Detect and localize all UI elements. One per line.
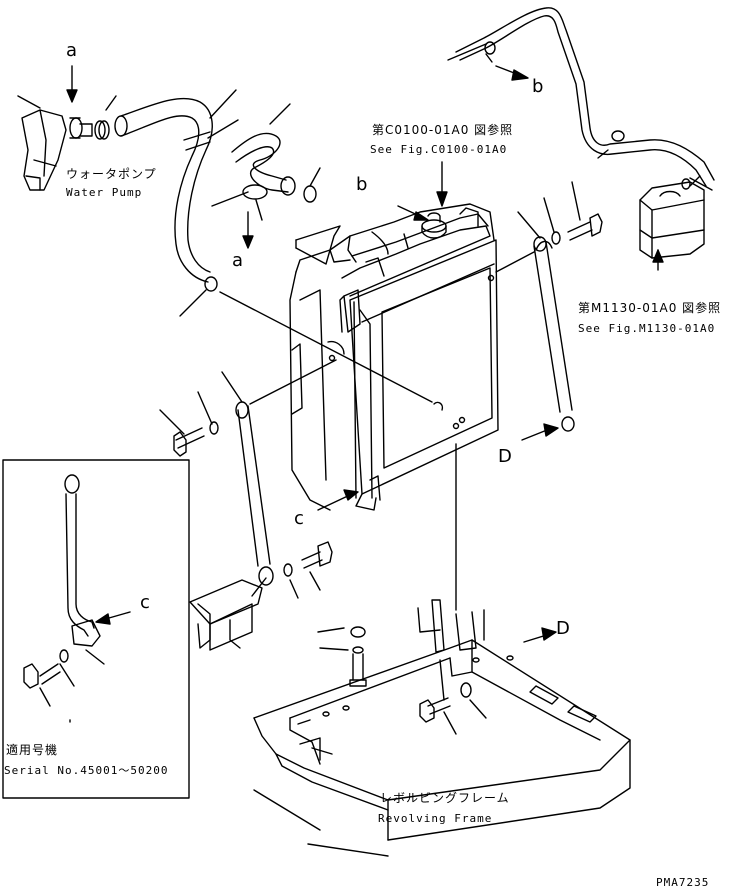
arrow-c-head [343, 489, 359, 501]
left-stay-rod [221, 359, 337, 586]
upper-hose [231, 103, 291, 193]
callout-d-bottom: D [556, 618, 570, 639]
ref-m1130-label-jp: 第M1130-01A0 図参照 [578, 301, 722, 315]
right-stay-rod [495, 211, 575, 432]
lower-hose [120, 89, 239, 283]
inset-serial: Serial No.45001～50200 [4, 764, 169, 777]
pump-clamps [94, 95, 128, 140]
callout-a-mid: a [232, 250, 244, 271]
upper-hose-end [280, 176, 296, 196]
ref-c0100-label-en: See Fig.C0100-01A0 [370, 143, 508, 156]
water-pump-drawing [17, 95, 93, 191]
leader-lower-clamp [179, 289, 207, 317]
drawing-id: PMA7235 [656, 876, 710, 889]
left-bolt-top [159, 391, 219, 457]
frame-bolt [317, 626, 367, 687]
arrow-a-head [242, 235, 254, 249]
leader-hose-bracket [295, 225, 341, 265]
water-pump-label-en: Water Pump [66, 186, 143, 199]
lower-clamp-loose [242, 184, 268, 200]
right-bolt-top [543, 181, 603, 245]
frame-bolt-side [419, 682, 487, 735]
guard-box [189, 577, 267, 651]
overflow-pipe [447, 7, 715, 191]
callout-d-right: D [498, 446, 512, 467]
callout-b-top: b [532, 76, 544, 97]
ref-c0100-label-jp: 第C0100-01A0 図参照 [372, 123, 514, 137]
leader-c0100-head [436, 191, 448, 207]
callout-a-top: a [66, 40, 78, 61]
frame-label-en: Revolving Frame [378, 812, 493, 825]
frame-label-jp: レボルビングフレーム [380, 791, 510, 805]
water-pump-label-jp: ウォータポンプ [66, 167, 157, 181]
inset-pipe [23, 474, 105, 723]
arrow-b-head [413, 211, 429, 221]
leader-upper-clamp [309, 167, 321, 187]
arrow-b2-head [511, 69, 529, 81]
leader-clamp-to-core [219, 291, 433, 403]
lower-hose-clamp [204, 276, 218, 292]
leader-loose-clamp [211, 191, 263, 221]
reserve-tank [639, 175, 705, 259]
ref-m1130-label-en: See Fig.M1130-01A0 [578, 322, 716, 335]
arrow-d-right-head [543, 423, 559, 437]
callout-c-main: c [294, 508, 304, 529]
inset-frame [2, 459, 190, 799]
radiator-drawing [289, 203, 499, 511]
callout-c-inset: c [140, 592, 150, 613]
left-bolt-bottom [283, 541, 333, 599]
revolving-frame-drawing [253, 599, 631, 857]
callout-b-mid: b [356, 174, 368, 195]
arrow-a-top-head [66, 89, 78, 103]
arrow-c-inset-head [95, 613, 111, 625]
arrow-d-bottom-head [541, 627, 557, 641]
upper-hose-clamp [303, 185, 317, 203]
leader-m1130-head [652, 249, 664, 263]
inset-title-jp: 適用号機 [6, 743, 59, 757]
